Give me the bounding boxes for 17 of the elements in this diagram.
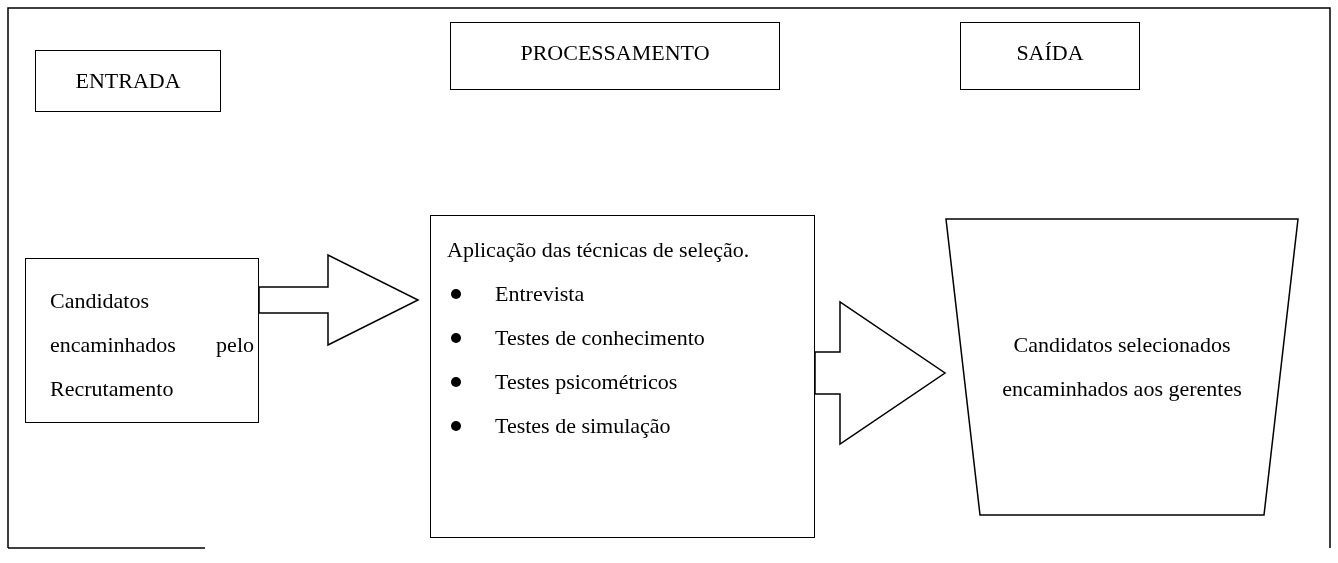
process-box <box>25 258 259 423</box>
list-item: Testes de conhecimento <box>495 324 705 352</box>
list-item: Testes psicométricos <box>495 368 678 396</box>
box-text: Candidatos encaminhados pelo Recrutamento <box>50 287 254 403</box>
stage-title: SAÍDA <box>1016 39 1084 67</box>
box-text: Candidatos selecionados encaminhados aos gerentes <box>1001 331 1243 403</box>
stage-box <box>450 22 780 90</box>
process-box <box>430 215 815 538</box>
block-arrow <box>814 300 947 446</box>
block-arrow <box>258 253 420 347</box>
box-text: Aplicação das técnicas de seleção. <box>447 236 751 264</box>
stage-box <box>35 50 221 112</box>
list-item: Testes de simulação <box>495 412 671 440</box>
stage-box <box>960 22 1140 90</box>
stage-title: ENTRADA <box>75 67 181 95</box>
stage-title: PROCESSAMENTO <box>520 39 710 67</box>
list-item: Entrevista <box>495 280 585 308</box>
